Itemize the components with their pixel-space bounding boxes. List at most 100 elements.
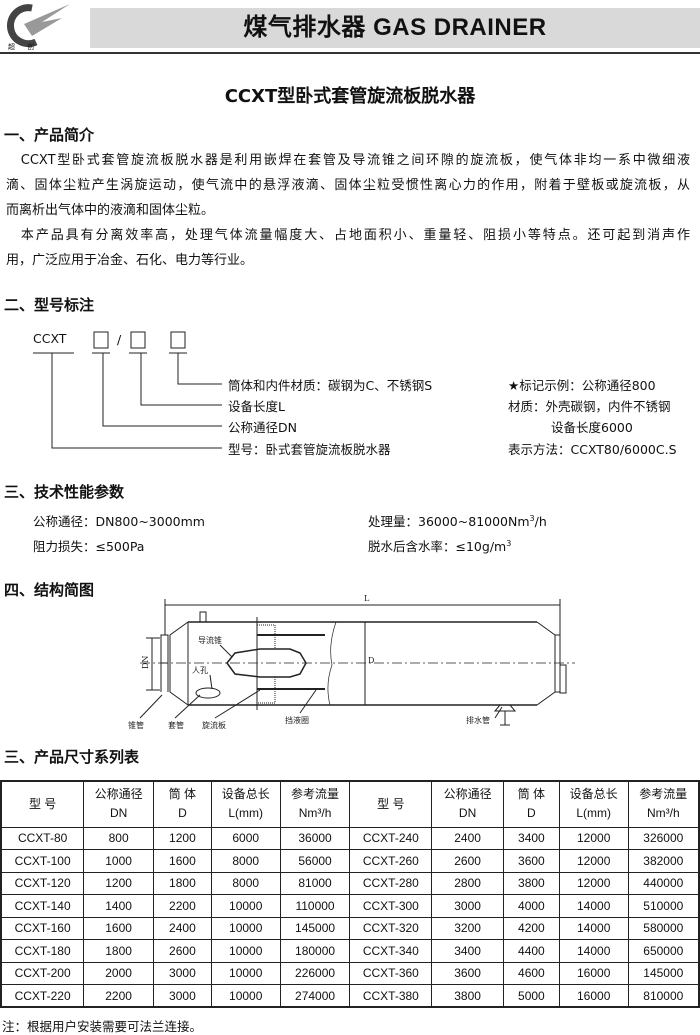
logo-text: 超创 — [8, 43, 46, 51]
column-header-unit: L(mm) — [576, 806, 612, 821]
intro-line: 而离析出气体中的液滴和固体尘粒。 — [6, 203, 215, 218]
table-cell: 12000 — [558, 871, 629, 895]
table-cell: CCXT-120 — [0, 871, 85, 895]
table-cell: 2400 — [431, 826, 504, 850]
param-flow-text: 处理量：36000~81000Nm — [368, 514, 530, 529]
designation-type: 型号：卧式套管旋流板脱水器 — [228, 442, 391, 457]
model-slash: / — [117, 332, 122, 347]
table-cell: 2200 — [83, 984, 154, 1008]
column-header-unit: L(mm) — [228, 806, 264, 821]
table-cell: 16000 — [558, 984, 629, 1008]
intro-line: 本产品具有分离效率高，处理气体流量幅度大、占地面积小、重量轻、阻损小等特点。还可… — [6, 228, 690, 243]
example-line: 材质：外壳碳钢，内件不锈钢 — [508, 399, 671, 414]
param-dn: 公称通径：DN800~3000mm — [33, 514, 205, 529]
column-header: 筒 体 D — [502, 780, 560, 828]
column-header-label: 设备总长 — [221, 787, 270, 802]
column-header-unit: DN — [458, 806, 477, 821]
table-cell: 1600 — [83, 916, 154, 940]
table-cell: 1600 — [152, 849, 212, 873]
column-header-label: 参考流量 — [291, 787, 340, 802]
table-cell: 14000 — [558, 916, 629, 940]
table-cell: 145000 — [627, 961, 700, 985]
model-prefix: CCXT — [33, 331, 67, 346]
column-header-unit: D — [527, 806, 536, 821]
table-cell: 1800 — [83, 939, 154, 963]
model-heading: 二、型号标注 — [4, 296, 95, 314]
company-logo — [2, 2, 72, 52]
table-cell: 16000 — [558, 961, 629, 985]
structure-diagram: L D DN 导流锥 人孔 锥管 套管 旋流板 挡液圈 排水管 — [128, 594, 575, 730]
label-manhole: 人孔 — [192, 666, 208, 675]
label-L: L — [364, 594, 370, 603]
table-cell: 4600 — [502, 961, 560, 985]
table-cell: 440000 — [627, 871, 700, 895]
example-line: 设备长度6000 — [551, 420, 633, 435]
param-flow-unit: /h — [534, 514, 547, 529]
page-title: CCXT型卧式套管旋流板脱水器 — [224, 86, 476, 107]
table-note: 注：根据用户安装需要可法兰连接。 — [2, 1019, 203, 1034]
param-flow: 处理量：36000~81000Nm3/h — [368, 511, 547, 530]
table-cell: CCXT-160 — [0, 916, 85, 940]
column-header-label: 公称通径 — [94, 787, 143, 802]
intro-line: CCXT型卧式套管旋流板脱水器是利用嵌焊在套管及导流锥之间环隙的旋流板，使气体非… — [6, 153, 690, 168]
table-cell: CCXT-340 — [349, 939, 433, 963]
table-cell: 3400 — [431, 939, 504, 963]
table-cell: CCXT-80 — [0, 826, 85, 850]
table-cell: 4000 — [502, 894, 560, 918]
param-flow-sup: 3 — [529, 513, 535, 523]
intro-line: 用，广泛应用于冶金、石化、电力等行业。 — [6, 253, 254, 268]
table-cell: 10000 — [210, 939, 281, 963]
column-header-label: 筒 体 — [168, 787, 197, 802]
table-cell: 5000 — [502, 984, 560, 1008]
designation-dn: 公称通径DN — [228, 420, 297, 435]
intro-text: CCXT型卧式套管旋流板脱水器是利用嵌焊在套管及导流锥之间环隙的旋流板，使气体非… — [6, 148, 690, 273]
table-cell: 3800 — [502, 871, 560, 895]
table-cell: 10000 — [210, 961, 281, 985]
column-header-label: 型 号 — [28, 796, 57, 811]
table-cell: CCXT-300 — [349, 894, 433, 918]
header-divider — [0, 52, 700, 54]
label-ring: 挡液圈 — [285, 715, 309, 725]
params-heading: 三、技术性能参数 — [4, 483, 125, 501]
table-cell: 1200 — [83, 871, 154, 895]
table-cell: CCXT-100 — [0, 849, 85, 873]
table-cell: 4200 — [502, 916, 560, 940]
designation-material: 筒体和内件材质：碳钢为C、不锈钢S — [228, 378, 433, 393]
table-cell: 1200 — [152, 826, 212, 850]
table-cell: 1800 — [152, 871, 212, 895]
column-header-unit: Nm³/h — [646, 806, 680, 821]
table-cell: 326000 — [627, 826, 700, 850]
table-cell: 226000 — [279, 961, 351, 985]
table-cell: 3800 — [431, 984, 504, 1008]
label-DN: DN — [141, 656, 150, 669]
table-cell: 510000 — [627, 894, 700, 918]
table-cell: 274000 — [279, 984, 351, 1008]
table-cell: 2200 — [152, 894, 212, 918]
table-cell: CCXT-180 — [0, 939, 85, 963]
column-header-label: 筒 体 — [517, 787, 546, 802]
table-cell: 800 — [83, 826, 154, 850]
table-cell: 3600 — [502, 849, 560, 873]
table-cell: 36000 — [279, 826, 351, 850]
table-cell: 1000 — [83, 849, 154, 873]
param-water: 脱水后含水率：≤10g/m3 — [368, 536, 511, 555]
label-taper: 锥管 — [128, 720, 144, 730]
table-cell: 14000 — [558, 894, 629, 918]
column-header-label: 设备总长 — [569, 787, 618, 802]
table-heading: 三、产品尺寸系列表 — [4, 748, 140, 766]
table-cell: 56000 — [279, 849, 351, 873]
table-cell: 145000 — [279, 916, 351, 940]
intro-line: 滴、固体尘粒产生涡旋运动，使气流中的悬浮液滴、固体尘粒受惯性离心力的作用，附着于… — [6, 178, 690, 193]
example-line: 表示方法：CCXT80/6000C.S — [508, 442, 677, 457]
